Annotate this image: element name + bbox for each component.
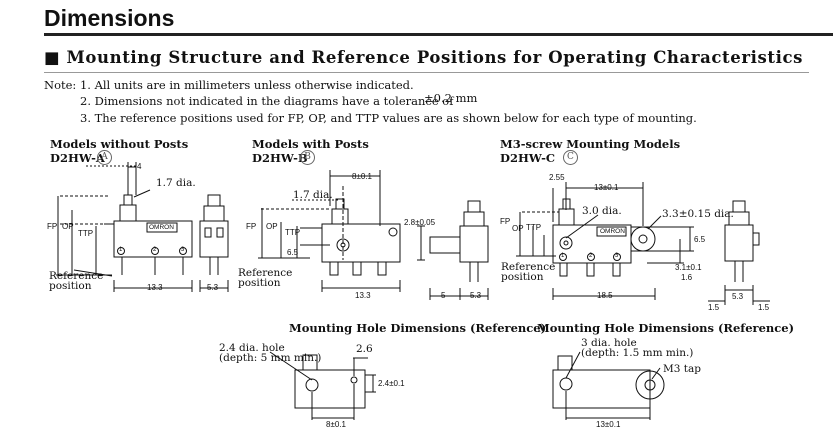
- model-b-side-view: [258, 170, 401, 292]
- a-fp: FP: [47, 222, 58, 231]
- b-dia-label: 1.7 dia.: [293, 189, 333, 201]
- c-term-2: 2: [589, 253, 593, 259]
- c-dim-13: 13±0.1: [594, 183, 619, 192]
- b-dim-8: 8±0.1: [352, 172, 372, 181]
- a-dim-53: 5.3: [207, 283, 219, 292]
- hole-right-13: 13±0.1: [596, 420, 621, 429]
- b-dim-53: 5.3: [470, 291, 482, 300]
- model-c-code: D2HW-C: [500, 151, 556, 165]
- c-dim-255: 2.55: [549, 173, 565, 182]
- c-ref-2: position: [501, 271, 544, 283]
- a-ref-1: Reference: [49, 270, 104, 282]
- hole-left-8: 8±0.1: [326, 420, 346, 429]
- hole-right-depth: (depth: 1.5 mm min.): [581, 347, 694, 359]
- hole-left-dia: 2.4 dia. hole: [219, 342, 285, 354]
- model-b-code: D2HW-B: [252, 151, 308, 165]
- b-dim-133: 13.3: [355, 291, 371, 300]
- section-heading: ■ Mounting Structure and Reference Posit…: [44, 48, 804, 67]
- circled-c: C: [563, 150, 578, 165]
- a-dia-label: 1.7 dia.: [156, 177, 196, 189]
- a-ttp: TTP: [78, 229, 94, 238]
- c-dim-185: 18.5: [597, 291, 613, 300]
- model-c-title: M3-screw Mounting Models: [500, 137, 681, 151]
- note-1: Note: 1. All units are in millimeters un…: [44, 78, 414, 92]
- b-op: OP: [266, 222, 278, 231]
- a-op: OP: [62, 222, 74, 231]
- model-a-code: D2HW-A: [50, 151, 105, 165]
- c-ref-1: Reference: [501, 261, 556, 273]
- a-term-1: 1: [119, 247, 123, 253]
- b-ref-2: position: [238, 277, 281, 289]
- b-ref-1: Reference: [238, 267, 293, 279]
- model-c-side-view: [516, 182, 694, 300]
- c-dim-15a: 1.5: [708, 303, 720, 312]
- c-dim-31: 3.1±0.1: [675, 263, 702, 272]
- section-rule: [44, 72, 809, 73]
- c-dim-15b: 1.5: [758, 303, 770, 312]
- model-b-end-view: [417, 200, 489, 300]
- model-a-title: Models without Posts: [50, 137, 189, 151]
- c-fp: FP: [500, 217, 511, 226]
- c-dim-65: 6.5: [694, 235, 706, 244]
- hole-drawing-right: [552, 351, 665, 420]
- c-dim-33: 3.3±0.15 dia.: [662, 208, 734, 220]
- c-term-3: 3: [615, 253, 619, 259]
- c-ttp: TTP: [526, 223, 542, 232]
- model-b-title: Models with Posts: [252, 137, 369, 151]
- c-dim-16: 1.6: [681, 273, 693, 282]
- c-omron: OMRON: [600, 228, 625, 235]
- title-rule: [44, 33, 833, 36]
- a-ref-2: position: [49, 280, 92, 292]
- c-term-1: 1: [561, 253, 565, 259]
- note-2-tolerance: ±0.2 mm: [424, 91, 478, 105]
- hole-title-left: Mounting Hole Dimensions (Reference): [289, 321, 547, 335]
- page-title: Dimensions: [44, 5, 175, 31]
- model-c-end-view: [708, 200, 770, 305]
- circled-a: A: [97, 150, 112, 165]
- note-3: 3. The reference positions used for FP, …: [80, 111, 697, 125]
- c-op: OP: [512, 224, 524, 233]
- hole-right-tap: M3 tap: [663, 363, 701, 375]
- b-dim-65: 6.5: [287, 248, 299, 257]
- hole-title-right: Mounting Hole Dimensions (Reference): [537, 321, 795, 335]
- a-dim-4: 4: [137, 162, 142, 171]
- b-dim-28: 2.8±0.05: [404, 218, 436, 227]
- b-ttp: TTP: [285, 228, 301, 237]
- a-term-2: 2: [153, 247, 157, 253]
- b-dim-5: 5: [441, 291, 446, 300]
- circled-b: B: [300, 150, 315, 165]
- c-dim-53: 5.3: [732, 292, 744, 301]
- b-fp: FP: [246, 222, 257, 231]
- a-dim-133: 13.3: [147, 283, 163, 292]
- hole-left-24: 2.4±0.1: [378, 379, 405, 388]
- hole-right-dia: 3 dia. hole: [581, 337, 637, 349]
- a-term-3: 3: [181, 247, 185, 253]
- note-2: 2. Dimensions not indicated in the diagr…: [80, 94, 454, 108]
- hole-left-26: 2.6: [356, 343, 373, 355]
- model-a-end-view: [199, 194, 229, 292]
- model-a-side-view: [56, 162, 193, 292]
- a-omron: OMRON: [149, 224, 174, 231]
- hole-left-depth: (depth: 5 mm min.): [219, 352, 322, 364]
- hole-drawing-left: [269, 351, 376, 420]
- c-dia-label: 3.0 dia.: [582, 205, 622, 217]
